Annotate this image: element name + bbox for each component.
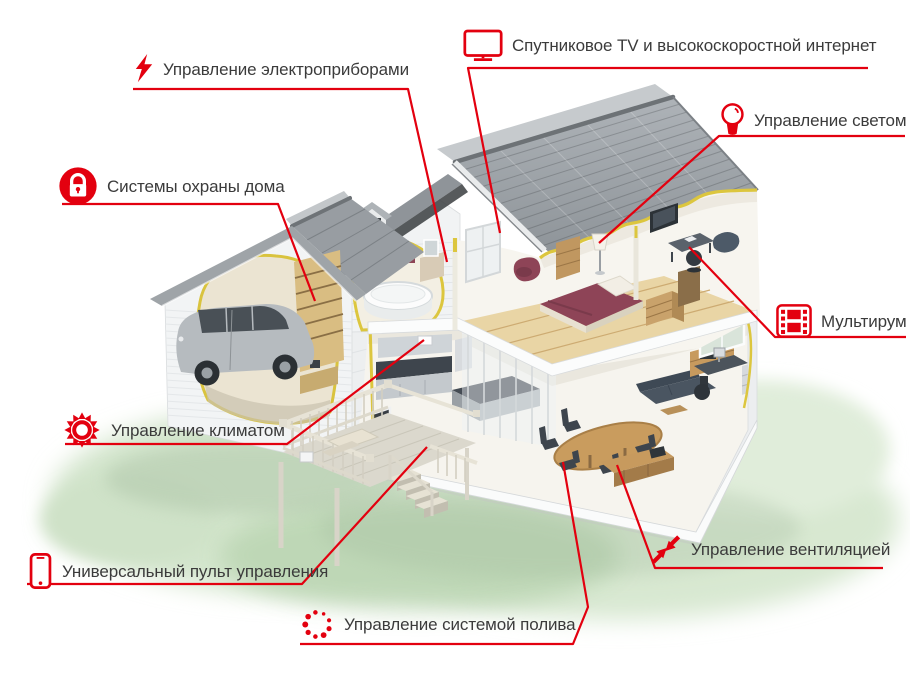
dining-room — [539, 408, 674, 487]
dresser — [646, 291, 672, 326]
label-ventilation: Управление вентиляцией — [650, 534, 890, 565]
label-light: Управление светом — [720, 102, 907, 138]
roof-ridge — [452, 94, 676, 165]
leader-line-light — [598, 134, 905, 244]
grill — [299, 451, 314, 463]
converging-arrows-icon — [650, 534, 682, 565]
leader-line-ventilation — [615, 464, 883, 570]
garage-roof — [292, 198, 424, 294]
label-irrigation: Управление системой полива — [300, 607, 576, 642]
leader-line-multiroom — [688, 246, 906, 339]
sofa — [640, 377, 716, 404]
label-text: Системы охраны дома — [107, 176, 285, 196]
leader-line-remote — [27, 446, 428, 586]
media-desk — [668, 233, 714, 252]
office-chair — [694, 384, 710, 400]
leader-line-irrigation — [300, 461, 590, 646]
label-text: Управление вентиляцией — [691, 540, 891, 559]
label-text: Управление электроприборами — [163, 60, 409, 79]
main-house-upper-floor — [318, 84, 760, 377]
leader-lines — [27, 66, 906, 646]
wardrobe — [556, 236, 580, 280]
deck — [278, 380, 480, 566]
bulb-icon — [720, 102, 745, 138]
label-climate: Управление климатом — [62, 410, 285, 450]
label-satellite: Спутниковое TV и высокоскоростной интерн… — [463, 29, 877, 62]
vanity — [420, 252, 444, 282]
desk-chair — [686, 250, 702, 266]
roof-back-plane — [437, 84, 673, 162]
lock-icon — [58, 166, 98, 206]
label-multiroom: Мультирум — [776, 304, 907, 338]
office-desk — [694, 355, 748, 375]
label-security: Системы охраны дома — [58, 166, 285, 206]
garage-roof-fascia — [150, 226, 366, 306]
label-text: Универсальный пульт управления — [62, 561, 329, 581]
kitchen-island — [452, 376, 540, 404]
leader-line-climate — [65, 339, 425, 446]
tv-icon — [463, 29, 503, 62]
suv — [176, 304, 315, 386]
sun-icon — [62, 410, 102, 450]
deck-railing — [279, 380, 480, 485]
media-room — [633, 203, 740, 300]
leader-line-security — [62, 202, 317, 302]
label-text: Мультирум — [821, 311, 907, 331]
label-text: Спутниковое TV и высокоскоростной интерн… — [512, 36, 877, 55]
smartphone-icon — [28, 553, 53, 589]
roof-gable-fascia — [453, 160, 547, 252]
film-icon — [776, 304, 812, 338]
leader-line-satellite — [466, 66, 868, 234]
label-remote: Универсальный пульт управления — [28, 553, 328, 589]
cut-edge — [742, 321, 753, 409]
main-house-lower-floor — [345, 318, 758, 546]
label-text: Управление системой полива — [344, 615, 576, 634]
deck-stairs — [388, 453, 448, 518]
workbench — [300, 366, 338, 394]
leader-line-appliances — [133, 87, 449, 263]
floor-slab-band — [367, 309, 758, 377]
main-roof — [455, 97, 758, 263]
garage — [150, 191, 424, 469]
label-text: Управление светом — [754, 110, 907, 130]
label-appliances: Управление электроприборами — [134, 54, 409, 85]
sprinkler-dots-icon — [300, 607, 335, 642]
lounge-chair — [712, 232, 740, 253]
lightning-icon — [134, 54, 154, 85]
climate-control-unit — [417, 335, 433, 346]
label-text: Управление климатом — [111, 420, 285, 440]
